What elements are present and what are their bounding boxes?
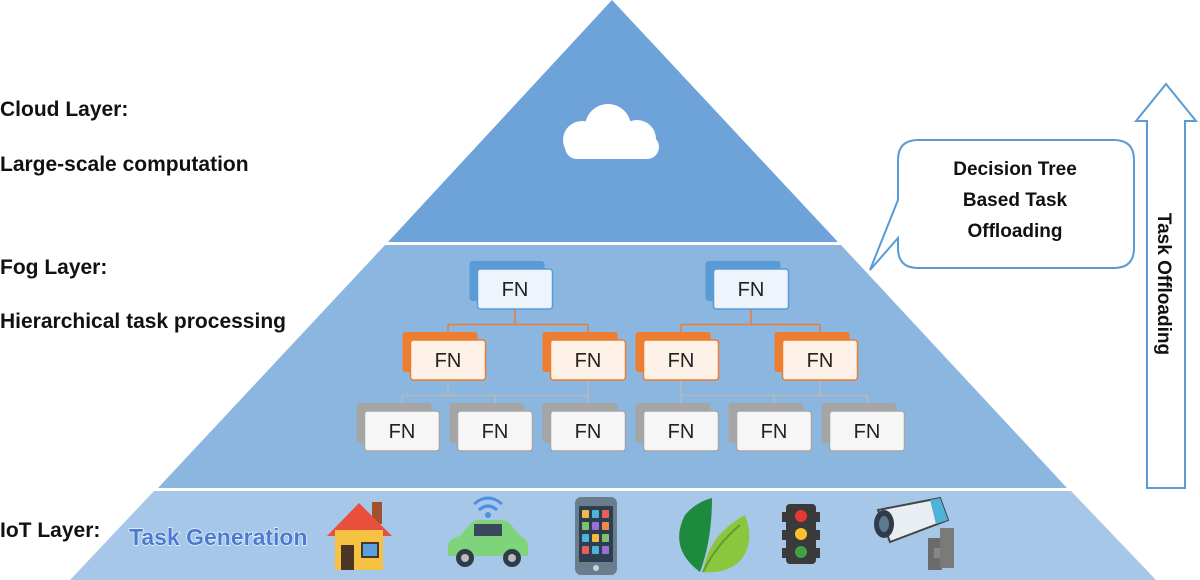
fog-node-bottom: FN bbox=[821, 403, 906, 452]
fog-node-label: FN bbox=[854, 421, 881, 443]
fog-node-middle: FN bbox=[774, 332, 859, 381]
fog-node-middle: FN bbox=[635, 332, 720, 381]
fog-node-label: FN bbox=[389, 421, 416, 443]
cloud-layer-subtitle: Large-scale computation bbox=[0, 153, 249, 176]
app-tile bbox=[602, 510, 609, 518]
fog-node-box bbox=[642, 339, 720, 381]
app-tile bbox=[592, 534, 599, 542]
fog-node-top: FN bbox=[705, 261, 790, 310]
fog-node-box bbox=[735, 410, 813, 452]
leaf-icon bbox=[679, 498, 750, 573]
fog-node-box bbox=[549, 410, 627, 452]
app-tile bbox=[582, 534, 589, 542]
task-offloading-arrow bbox=[1133, 82, 1199, 489]
fog-node-box bbox=[828, 410, 906, 452]
traffic-light-icon bbox=[782, 504, 820, 564]
fog-node-bottom: FN bbox=[356, 403, 441, 452]
fog-node-label: FN bbox=[575, 350, 602, 372]
fog-node-box bbox=[712, 268, 790, 310]
cloud-layer-title: Cloud Layer: bbox=[0, 98, 129, 121]
app-tile bbox=[592, 546, 599, 554]
callout-line: Based Task bbox=[963, 190, 1068, 211]
smartphone-icon bbox=[575, 497, 617, 575]
app-tile bbox=[602, 546, 609, 554]
fog-node-bottom: FN bbox=[449, 403, 534, 452]
app-tile bbox=[602, 522, 609, 530]
fog-node-box bbox=[549, 339, 627, 381]
app-tile bbox=[592, 510, 599, 518]
fog-layer-subtitle: Hierarchical task processing bbox=[0, 310, 286, 333]
callout-bubble bbox=[869, 139, 1135, 271]
house-icon bbox=[327, 502, 392, 570]
iot-layer-title: IoT Layer: bbox=[0, 519, 101, 542]
callout-line: Decision Tree bbox=[953, 159, 1077, 180]
app-tile bbox=[582, 546, 589, 554]
fog-node-middle: FN bbox=[402, 332, 487, 381]
fog-node-box bbox=[409, 339, 487, 381]
fog-layer-title: Fog Layer: bbox=[0, 256, 108, 279]
fog-node-label: FN bbox=[502, 279, 529, 301]
fog-node-box bbox=[476, 268, 554, 310]
fog-node-label: FN bbox=[668, 421, 695, 443]
fog-node-label: FN bbox=[807, 350, 834, 372]
fog-node-label: FN bbox=[435, 350, 462, 372]
app-tile bbox=[582, 522, 589, 530]
fog-node-label: FN bbox=[738, 279, 765, 301]
app-tile bbox=[602, 534, 609, 542]
cloud-icon bbox=[563, 104, 659, 159]
connected-car-icon bbox=[448, 496, 528, 567]
fog-node-label: FN bbox=[668, 350, 695, 372]
callout-line: Offloading bbox=[968, 221, 1063, 242]
fog-node-bottom: FN bbox=[728, 403, 813, 452]
fog-node-bottom: FN bbox=[542, 403, 627, 452]
fog-node-bottom: FN bbox=[635, 403, 720, 452]
app-tile bbox=[582, 510, 589, 518]
fog-node-label: FN bbox=[761, 421, 788, 443]
fog-node-box bbox=[456, 410, 534, 452]
fog-node-top: FN bbox=[469, 261, 554, 310]
fog-node-box bbox=[363, 410, 441, 452]
task-generation-label: Task Generation bbox=[129, 524, 308, 550]
task-offloading-label: Task Offloading bbox=[1153, 213, 1174, 355]
fog-node-hierarchy: FN FN FN FN FN FN FN FN FN FN FN FN bbox=[356, 261, 906, 452]
fog-node-label: FN bbox=[482, 421, 509, 443]
fog-node-middle: FN bbox=[542, 332, 627, 381]
fog-node-label: FN bbox=[575, 421, 602, 443]
fog-node-box bbox=[642, 410, 720, 452]
fog-node-box bbox=[781, 339, 859, 381]
app-tile bbox=[592, 522, 599, 530]
security-camera-icon bbox=[874, 496, 954, 570]
